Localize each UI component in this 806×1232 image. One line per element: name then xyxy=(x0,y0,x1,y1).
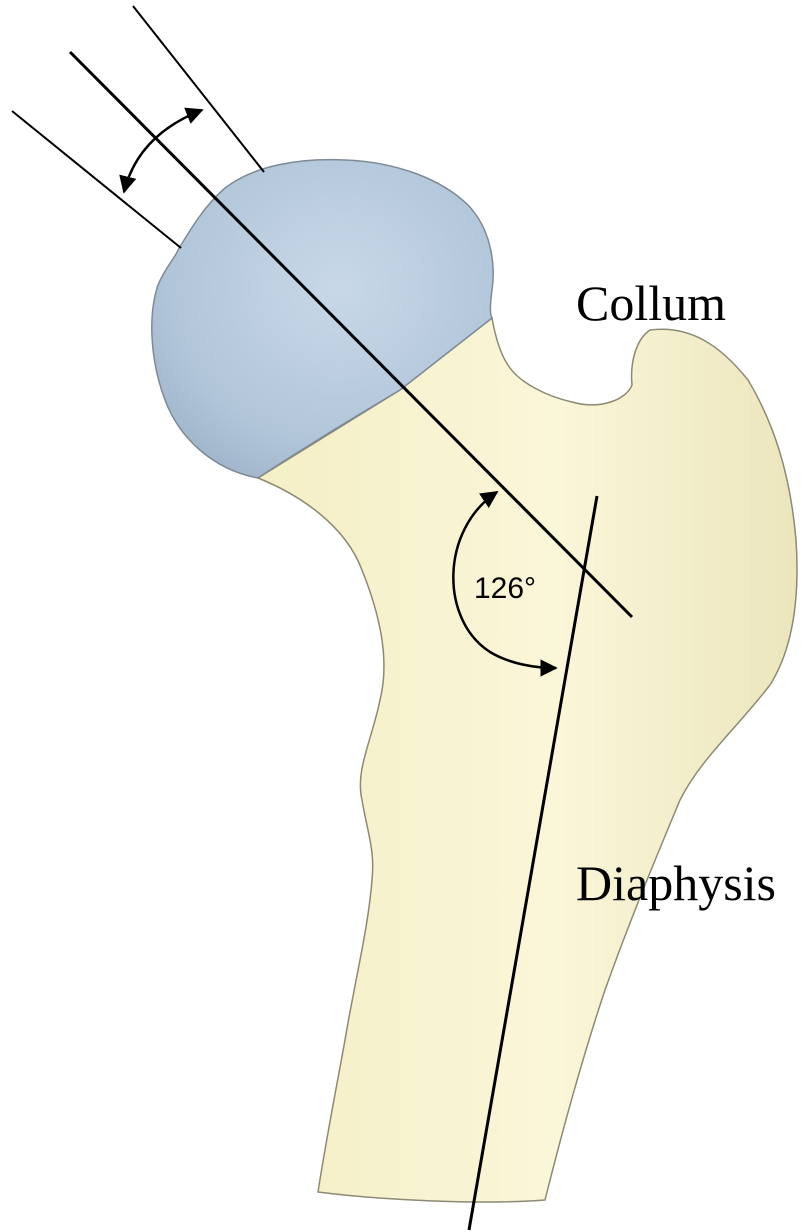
diaphysis-label: Diaphysis xyxy=(576,858,776,908)
head-tangent-line-lower xyxy=(12,111,181,248)
neck-shaft-angle-label: 126° xyxy=(474,572,536,605)
collum-label: Collum xyxy=(576,278,726,328)
head-angle-arrow xyxy=(124,110,202,192)
femur-bone-shape xyxy=(258,318,797,1202)
head-tangent-line-upper xyxy=(133,6,264,172)
